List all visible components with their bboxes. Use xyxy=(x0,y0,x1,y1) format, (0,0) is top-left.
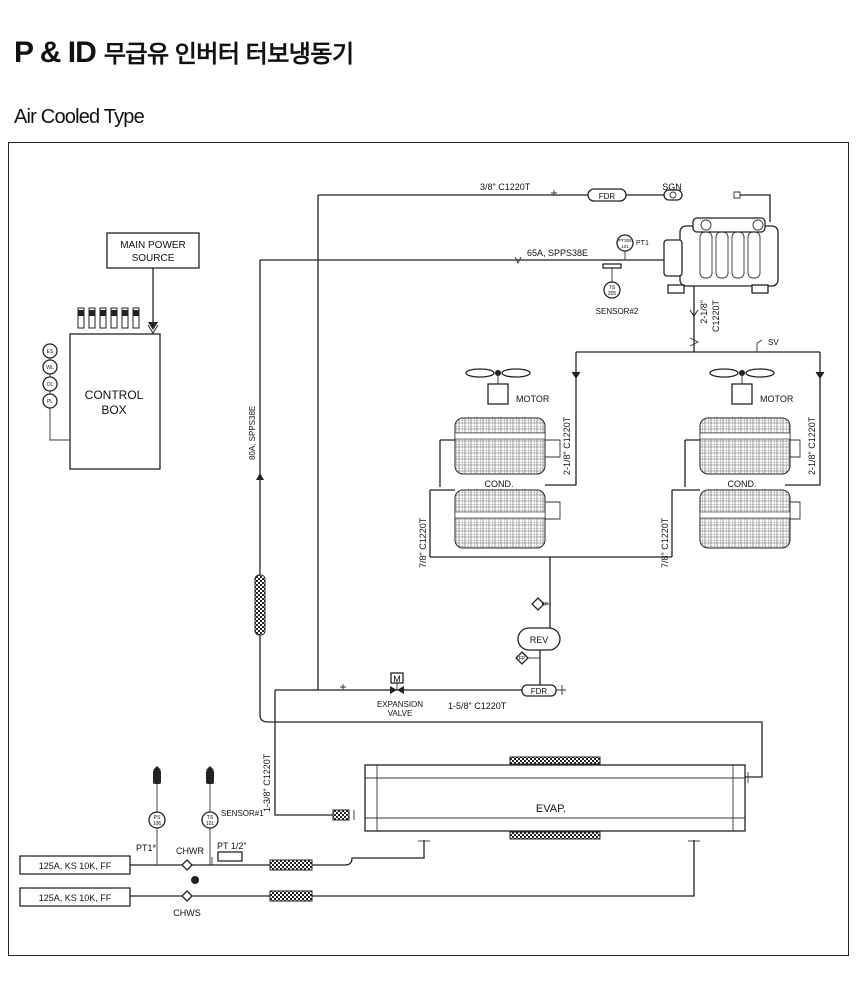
cond-left-label: COND. xyxy=(485,479,514,489)
diagram-frame xyxy=(8,142,849,956)
pt-tag-1: PT305 xyxy=(618,238,632,243)
cond-right-liquid-pipe-label: 7/8" C1220T xyxy=(660,517,670,568)
ps-tag-2: 106 xyxy=(153,821,162,827)
main-power-label-2: SOURCE xyxy=(132,253,175,264)
ts205-tag-2: 205 xyxy=(608,291,617,297)
compressor xyxy=(663,217,779,294)
fusible-plug-top: FP xyxy=(531,597,550,611)
control-box: CONTROL BOX xyxy=(69,333,161,470)
motor-left-label: MOTOR xyxy=(516,394,550,404)
pipe-suction-label: 65A, SPPS38E xyxy=(527,248,588,258)
sv-label: SV xyxy=(768,338,779,347)
cond-left-liquid-pipe-label: 7/8" C1220T xyxy=(418,517,428,568)
evaporator: EVAP. xyxy=(353,756,749,840)
control-box-label-1: CONTROL xyxy=(85,388,144,402)
main-power-label-1: MAIN POWER xyxy=(120,240,186,251)
fdr-lower-label: FDR xyxy=(531,687,548,696)
cond-right-pipe-label: 2-1/8" C1220T xyxy=(807,416,817,475)
chilled-water-supply: 125A, KS 10K, FF CHWS xyxy=(19,840,700,918)
ts205-tag-1: TS xyxy=(609,285,616,291)
side-indicators: ES WL OL PL xyxy=(42,343,70,441)
expansion-valve-label-1: EXPANSION xyxy=(377,700,423,709)
receiver: REV xyxy=(517,627,561,651)
fp-bottom-label: FP xyxy=(519,656,526,662)
pipe-evap-left-label: 1-3/8" C1220T xyxy=(262,753,272,812)
pt-transmitter: PT305 101 PT1 xyxy=(616,234,649,260)
cond-right-label: COND. xyxy=(728,479,757,489)
sight-glass: SGN xyxy=(662,182,683,201)
top-fdr: FDR xyxy=(587,188,627,202)
indicator-wl: WL xyxy=(46,365,54,371)
discharge-pipe-label-2: C1220T xyxy=(711,300,721,333)
expansion-valve: M EXPANSION VALVE xyxy=(377,672,423,718)
sensor1-label: SENSOR#1 xyxy=(221,809,264,818)
pt-half-label: PT 1/2" xyxy=(217,841,247,851)
fan-left: MOTOR xyxy=(465,368,550,405)
fusible-plug-bottom: FP xyxy=(515,651,540,665)
condenser-left: COND. 7/8" C1220T xyxy=(418,417,580,568)
fdr-lower: FDR xyxy=(521,684,566,697)
instrument-ts101: TS 101 SENSOR#1 xyxy=(201,766,264,865)
pipe-top-label: 3/8" C1220T xyxy=(480,182,531,192)
ts-sensor-2: TS 205 SENSOR#2 xyxy=(596,263,639,316)
expansion-valve-label-2: VALVE xyxy=(388,709,413,718)
sgn-label: SGN xyxy=(662,182,682,192)
chwr-label: CHWR xyxy=(176,846,204,856)
solenoid-valve: SV xyxy=(756,338,779,352)
page-subtitle: Air Cooled Type xyxy=(14,106,145,128)
ev-motor-label: M xyxy=(393,674,401,684)
pt1-star-label: PT1* xyxy=(136,843,157,853)
control-box-label-2: BOX xyxy=(101,403,126,417)
top-fdr-label: FDR xyxy=(599,192,616,201)
page-title-main: P & ID xyxy=(14,36,97,69)
ts101-tag-2: 101 xyxy=(206,821,215,827)
chilled-water-return: 125A, KS 10K, FF CHWR PT 1/2" PT1* xyxy=(19,840,430,875)
condenser-right: COND. 7/8" C1220T xyxy=(580,417,801,568)
ps-tag-1: PS xyxy=(154,815,161,821)
instrument-ps: PS 106 xyxy=(148,766,166,865)
page-title-sub: 무급유 인버터 터보냉동기 xyxy=(103,41,354,68)
ts101-tag-1: TS xyxy=(207,815,214,821)
fan-right: MOTOR xyxy=(709,368,794,405)
indicator-pl: PL xyxy=(47,399,53,405)
nozzle2-label: 125A, KS 10K, FF xyxy=(39,893,112,903)
pt1-label: PT1 xyxy=(636,240,649,247)
fp-top-label: FP xyxy=(542,602,549,608)
pipe-liquid-label: 1-5/8" C1220T xyxy=(448,701,507,711)
motor-right-label: MOTOR xyxy=(760,394,794,404)
nozzle1-label: 125A, KS 10K, FF xyxy=(39,861,112,871)
evap-label: EVAP. xyxy=(536,803,566,815)
discharge-pipe-label-1: 2-1/8" xyxy=(699,300,709,324)
indicator-ol: OL xyxy=(47,382,54,388)
cond-left-pipe-label: 2-1/8" C1220T xyxy=(562,416,572,475)
sensor2-label: SENSOR#2 xyxy=(596,307,639,316)
power-breaker-row xyxy=(77,307,140,329)
chws-label: CHWS xyxy=(173,908,201,918)
main-power-source: MAIN POWER SOURCE xyxy=(106,232,200,269)
rev-label: REV xyxy=(530,635,549,645)
indicator-es: ES xyxy=(47,349,54,355)
pt-tag-2: 101 xyxy=(621,244,629,249)
vertical-pipe-label: 80A, SPPS38E xyxy=(248,406,257,460)
